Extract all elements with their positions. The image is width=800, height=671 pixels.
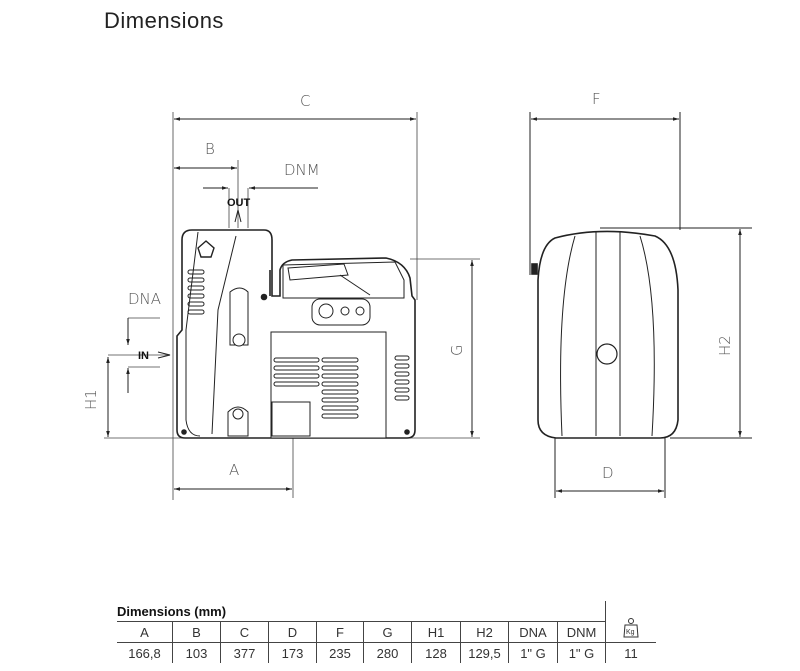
pump-side-view xyxy=(176,229,416,439)
pump-front-view xyxy=(531,230,679,439)
label-d: D xyxy=(602,464,614,482)
header-cell: F xyxy=(316,621,364,643)
table-caption: Dimensions (mm) xyxy=(117,603,227,619)
label-h2: H2 xyxy=(716,335,734,356)
header-cell: G xyxy=(363,621,412,643)
header-cell: H2 xyxy=(460,621,509,643)
label-c: C xyxy=(300,92,310,110)
label-b: B xyxy=(205,140,215,158)
weight-kg-icon: Kg xyxy=(605,601,656,643)
value-cell: 128 xyxy=(411,642,461,663)
label-h1: H1 xyxy=(82,389,100,410)
value-cell: 1" G xyxy=(568,645,595,661)
vent-slots xyxy=(187,269,410,419)
value-cell: 173 xyxy=(268,642,317,663)
svg-text:Kg: Kg xyxy=(626,629,635,636)
label-in: IN xyxy=(138,350,149,362)
header-cell: C xyxy=(220,621,269,643)
pump-dimension-drawing: C B DNM OUT DNA IN H1 G A F H2 D xyxy=(82,90,752,500)
label-out: OUT xyxy=(227,197,251,209)
label-g: G xyxy=(448,344,466,356)
label-dna: DNA xyxy=(128,290,161,308)
table-values-row: 166,8 103 377 173 235 280 128 129,5 1" G… xyxy=(117,642,656,663)
value-cell: 280 xyxy=(363,642,412,663)
header-cell: A xyxy=(117,621,173,643)
header-cell: H1 xyxy=(411,621,461,643)
value-cell: 103 xyxy=(172,642,221,663)
page-title: Dimensions xyxy=(104,8,224,33)
value-cell: 129,5 xyxy=(460,642,509,663)
label-a: A xyxy=(229,461,239,479)
label-dnm: DNM xyxy=(284,161,320,179)
header-cell: DNM xyxy=(557,621,606,643)
label-f: F xyxy=(592,90,601,108)
header-cell: DNA xyxy=(508,621,558,643)
value-cell: 166,8 xyxy=(117,642,173,663)
table-header-row: A B C D F G H1 H2 DNA DNM xyxy=(117,621,656,643)
weight-value: 11 xyxy=(605,642,656,663)
value-cell: 1" G xyxy=(508,642,558,663)
dimensions-table: Dimensions (mm) Kg A B C D F G H1 H2 DNA… xyxy=(117,601,656,663)
value-cell: 235 xyxy=(316,642,364,663)
header-cell: D xyxy=(268,621,317,643)
value-cell: 377 xyxy=(220,642,269,663)
header-cell: B xyxy=(172,621,221,643)
